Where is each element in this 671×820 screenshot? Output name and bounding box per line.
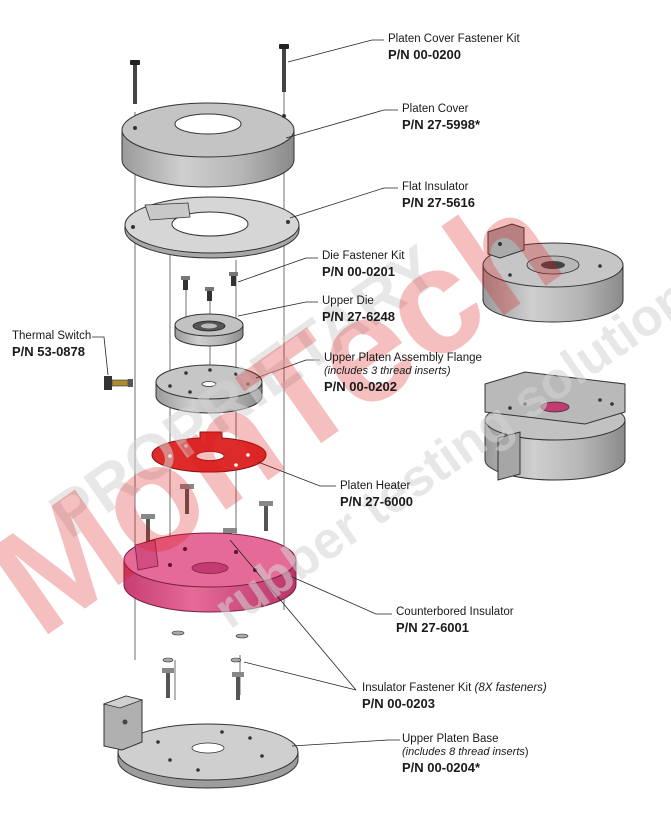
callout-platen-cover: Platen Cover P/N 27-5998*: [402, 103, 480, 133]
callout-die-fastener-kit: Die Fastener Kit P/N 00-0201: [322, 250, 404, 280]
callout-note: (8X fasteners): [474, 682, 547, 694]
platen-cover-part: [121, 102, 295, 188]
callout-part-number: P/N 00-0204*: [402, 759, 481, 775]
callout-counterbored-insulator: Counterbored Insulator P/N 27-6001: [396, 606, 514, 636]
callout-part-number: P/N 27-5616: [402, 195, 475, 211]
callout-part-number: P/N 00-0203: [362, 696, 435, 712]
callout-part-number: P/N 00-0202: [324, 378, 397, 394]
callout-sub-row: (includes 8 thread inserts): [402, 746, 529, 759]
callout-platen-heater: Platen Heater P/N 27-6000: [340, 480, 413, 510]
leader-upper-platen-base: [291, 739, 400, 747]
cover-screw-right: [279, 44, 289, 92]
leader-upper-die: [237, 301, 318, 317]
callout-name: Thermal Switch: [12, 330, 92, 342]
leader-upper-platen-flange: [255, 359, 320, 379]
callout-thermal-switch: Thermal Switch P/N 53-0878: [12, 330, 91, 360]
callout-upper-platen-assembly-flange: Upper Platen Assembly Flange (includes 3…: [324, 352, 482, 395]
callout-part-number: P/N 53-0878: [12, 344, 85, 360]
callout-name: Platen Cover: [402, 103, 469, 115]
callout-part-number: P/N 27-5998*: [402, 117, 481, 133]
upper-die-part: [174, 313, 244, 347]
leader-platen-cover-fastener-kit: [287, 39, 384, 63]
callout-name: Insulator Fastener Kit: [362, 682, 472, 694]
callout-part-number: P/N 00-0200: [388, 47, 461, 63]
callout-name: Upper Platen Base: [402, 733, 499, 745]
assembled-view-bottom: [484, 371, 626, 481]
insulator-fasteners-lower: [162, 630, 249, 700]
callout-sub: (includes 3 thread inserts): [324, 365, 451, 378]
callout-sub: (includes 8 thread inserts: [402, 746, 525, 759]
callout-name: Platen Heater: [340, 480, 411, 492]
callout-part-number: P/N 00-0201: [322, 264, 395, 280]
callout-platen-cover-fastener-kit: Platen Cover Fastener Kit P/N 00-0200: [388, 33, 520, 63]
leader-platen-heater: [257, 461, 336, 487]
die-screws: [181, 272, 238, 301]
counterbored-insulator-part: [123, 532, 297, 613]
callout-upper-platen-base: Upper Platen Base (includes 8 thread ins…: [402, 733, 529, 776]
assembled-view-top: [482, 223, 624, 323]
callout-name: Upper Platen Assembly Flange: [324, 352, 482, 364]
leader-thermal-switch: [92, 336, 109, 376]
leader-platen-cover: [285, 109, 398, 139]
leader-insulator-fastener-b: [243, 661, 357, 691]
callout-name: Flat Insulator: [402, 181, 469, 193]
leader-counterbored-insulator: [289, 575, 392, 615]
upper-platen-base-part: [102, 695, 299, 789]
platen-heater-part: [151, 431, 267, 473]
callout-name: Counterbored Insulator: [396, 606, 514, 618]
callout-name-row: Insulator Fastener Kit (8X fasteners): [362, 682, 547, 695]
cover-screw-left: [130, 60, 140, 104]
callout-part-number: P/N 27-6001: [396, 620, 469, 636]
callout-name: Die Fastener Kit: [322, 250, 405, 262]
flat-insulator-part: [124, 196, 300, 259]
callout-sub-close: ): [524, 746, 529, 759]
callout-name: Platen Cover Fastener Kit: [388, 33, 520, 45]
leader-flat-insulator: [289, 187, 398, 219]
leader-insulator-fastener-a: [229, 539, 357, 691]
callout-part-number: P/N 27-6248: [322, 309, 395, 325]
callout-insulator-fastener-kit: Insulator Fastener Kit (8X fasteners) P/…: [362, 682, 547, 712]
thermal-switch-part: [104, 376, 133, 390]
callout-flat-insulator: Flat Insulator P/N 27-5616: [402, 181, 475, 211]
leader-die-fastener-kit: [237, 257, 318, 283]
leader-lines: [92, 39, 400, 747]
callout-part-number: P/N 27-6000: [340, 494, 413, 510]
upper-platen-flange-part: [155, 364, 263, 414]
callout-upper-die: Upper Die P/N 27-6248: [322, 295, 395, 325]
callout-name: Upper Die: [322, 295, 374, 307]
